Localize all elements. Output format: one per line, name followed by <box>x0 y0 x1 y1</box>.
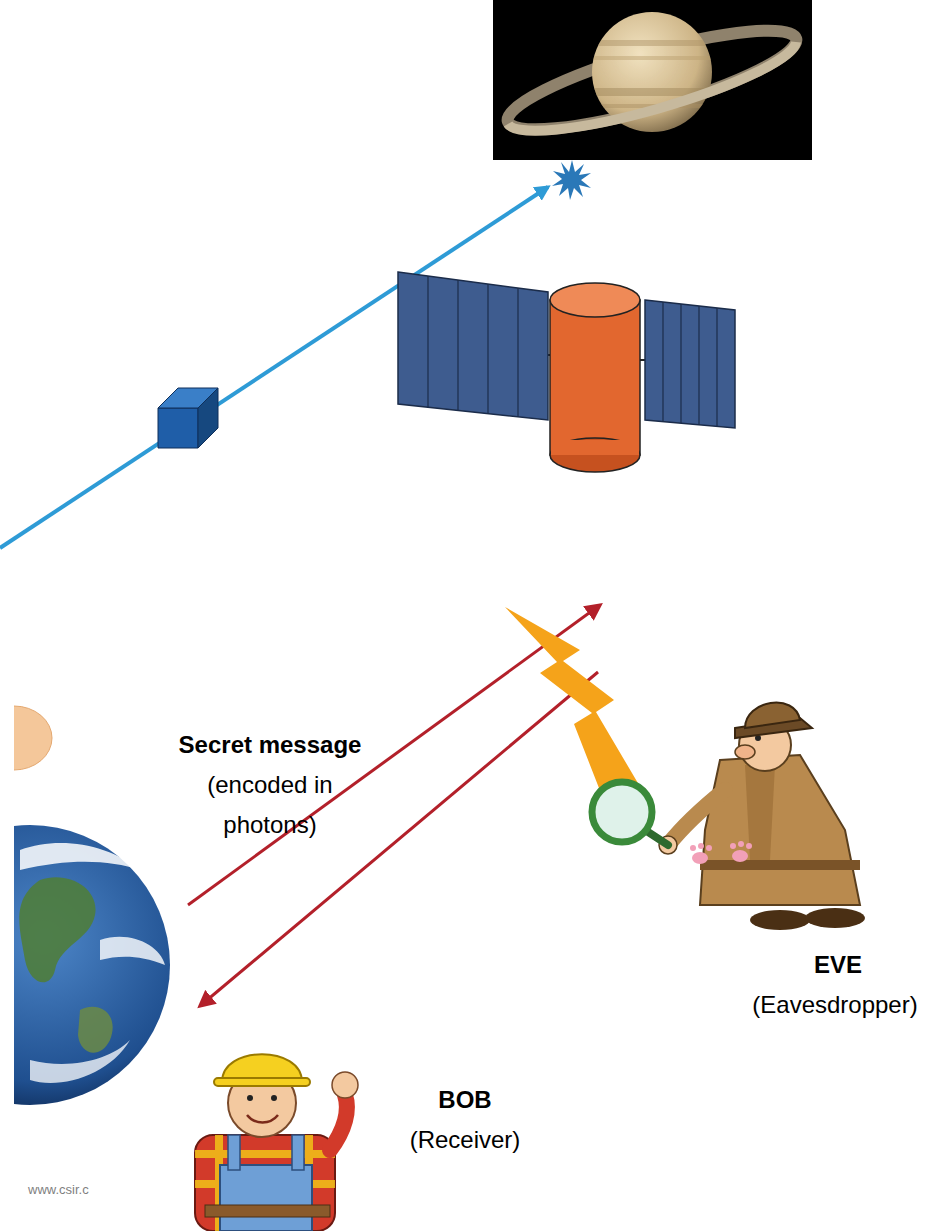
satellite-part <box>550 438 640 472</box>
satellite <box>398 272 735 472</box>
eve-detective-part <box>592 782 652 842</box>
eve-detective-part <box>700 755 860 905</box>
impact-starburst <box>552 160 591 200</box>
bob-builder-part <box>214 1078 310 1086</box>
bob-builder-part <box>247 1095 253 1101</box>
satellite-part <box>550 300 640 455</box>
saturn-image-part-part <box>590 56 720 60</box>
actor-role: (Eavesdropper) <box>752 985 917 1025</box>
photon-cube <box>158 388 218 448</box>
bob-builder-part <box>292 1135 304 1170</box>
satellite-part <box>662 302 663 422</box>
actor-name: BOB <box>438 1080 491 1120</box>
actor-name: EVE <box>814 945 862 985</box>
bob-builder-part <box>247 1115 278 1123</box>
eve-detective-part <box>735 745 755 759</box>
photon-beam-part <box>0 187 548 548</box>
bob-builder-part <box>220 1165 312 1231</box>
interception-bolt <box>505 607 642 806</box>
satellite-part <box>398 272 548 420</box>
interception-bolt-part <box>505 607 642 806</box>
saturn-image <box>493 0 812 160</box>
eve-detective-part <box>700 860 860 870</box>
satellite-part <box>551 440 639 455</box>
photon-beam <box>0 187 548 548</box>
satellite-part <box>457 280 458 411</box>
bob-builder-part <box>195 1135 335 1231</box>
saturn-image-part-part <box>590 40 720 46</box>
bob-builder-part <box>332 1072 358 1098</box>
footprints-part <box>730 843 736 849</box>
earth-globe-part <box>78 1007 113 1053</box>
impact-starburst-part <box>552 160 591 200</box>
saturn-image-part <box>508 42 796 131</box>
satellite-part <box>487 284 488 414</box>
footprints-part <box>706 845 712 851</box>
footprints-part <box>732 850 748 862</box>
footprints-part <box>738 841 744 847</box>
orange-blob <box>14 706 52 770</box>
bob-builder-part <box>228 1135 240 1170</box>
satellite-part <box>550 283 640 317</box>
bob-builder-part <box>205 1205 330 1217</box>
actor-role: (Receiver) <box>410 1120 521 1160</box>
eve-detective-part <box>750 910 810 930</box>
earth-globe-part <box>14 825 170 1105</box>
footprints-part <box>698 843 704 849</box>
eve-detective-part <box>745 703 800 728</box>
earth-globe-part <box>100 937 165 965</box>
footprints-part <box>692 852 708 864</box>
satellite-part <box>517 288 518 417</box>
photon-cube-part <box>198 388 218 448</box>
eve-detective-part <box>805 908 865 928</box>
saturn-image-part <box>500 12 804 149</box>
footer-url: www.csir.c <box>28 1182 89 1198</box>
message-note: (encoded in photons) <box>185 765 355 845</box>
footprints-part <box>746 843 752 849</box>
bob-builder-part <box>271 1095 277 1101</box>
earth-globe-part <box>30 1040 130 1083</box>
satellite-part <box>698 306 699 425</box>
eve-detective <box>592 703 865 930</box>
earth-globe-part <box>20 843 140 870</box>
quantum-channel-arrows <box>188 605 600 1006</box>
satellite-part <box>716 308 717 426</box>
satellite-part <box>427 276 428 408</box>
photon-cube-part <box>158 408 198 448</box>
quantum-channel-arrows-part <box>200 672 598 1006</box>
earth-globe-part <box>19 877 95 982</box>
footprints-part <box>690 845 696 851</box>
bob-builder-part <box>330 1095 347 1150</box>
message-title: Secret message <box>179 725 362 765</box>
footprints <box>690 841 752 864</box>
bob-builder-part <box>195 1135 335 1231</box>
earth-globe <box>14 825 170 1105</box>
satellite-part <box>645 300 735 428</box>
bob-builder <box>195 1054 358 1231</box>
orange-blob-part <box>14 706 52 770</box>
satellite-part <box>680 304 681 423</box>
eve-detective-part <box>745 765 775 860</box>
saturn-image-part <box>493 0 812 160</box>
eve-detective-part <box>668 790 725 845</box>
